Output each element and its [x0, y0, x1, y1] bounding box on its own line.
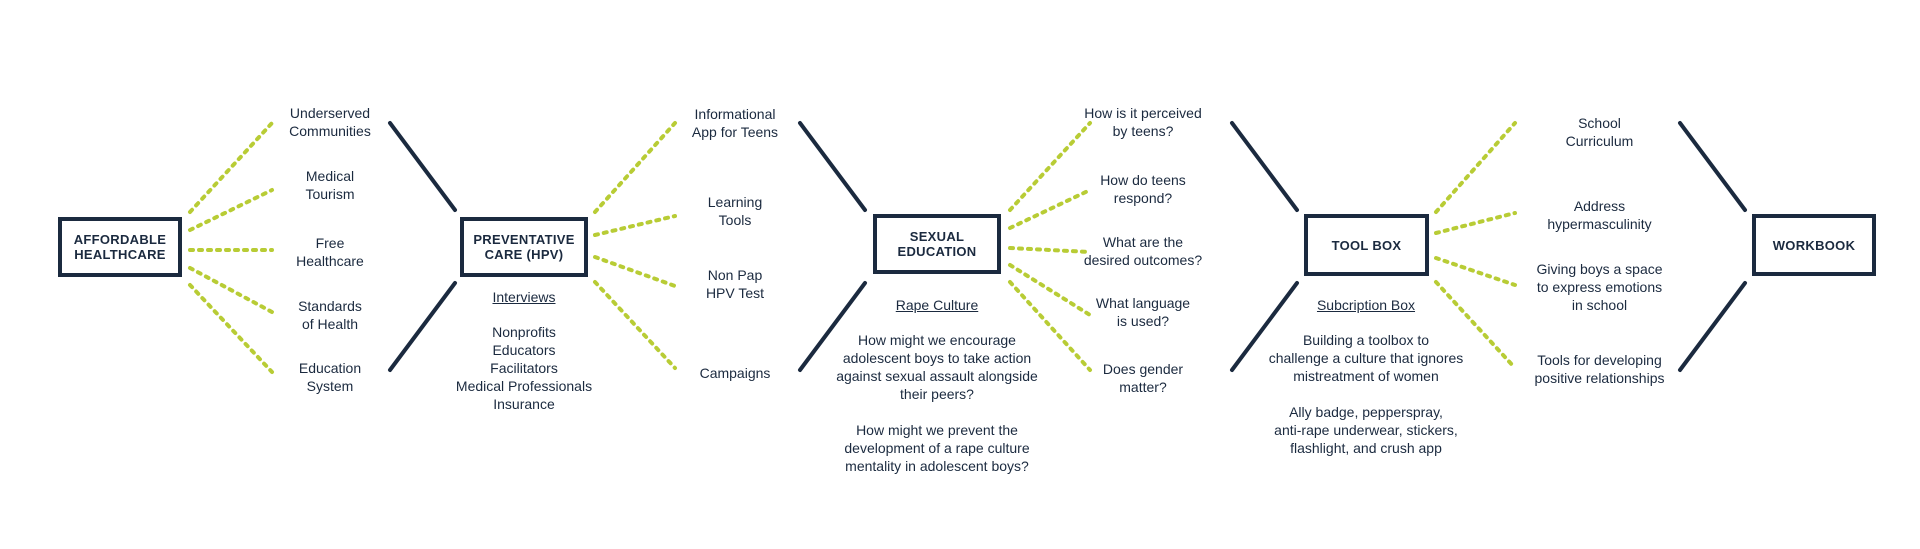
- connector-line: [188, 266, 274, 314]
- label-school-curriculum: School Curriculum: [1565, 115, 1634, 149]
- box-tool-box: TOOL BOX: [1304, 214, 1429, 276]
- label-desired-outcomes: What are the desired outcomes?: [1083, 234, 1203, 268]
- label-tools-relationships: Tools for developing positive relationsh…: [1534, 352, 1665, 386]
- connector-line: [1434, 121, 1517, 214]
- label-medical-tourism: Medical Tourism: [305, 168, 355, 202]
- label-how-perceived: How is it perceived by teens?: [1084, 105, 1202, 139]
- connector-line: [1008, 263, 1092, 317]
- box-workbook: WORKBOOK: [1752, 214, 1876, 276]
- connector-line: [1008, 280, 1092, 372]
- text-hmw-prevent: How might we prevent the development of …: [844, 422, 1030, 474]
- heading-interviews: Interviews: [492, 289, 556, 305]
- connector-line: [593, 280, 677, 370]
- label-address-hypermasculinity: Address hypermasculinity: [1547, 198, 1652, 232]
- connector-line: [188, 283, 274, 374]
- connector-line: [388, 281, 457, 372]
- connector-line: [1008, 188, 1092, 230]
- label-what-language: What language is used?: [1095, 295, 1191, 329]
- connector-line: [1230, 121, 1299, 212]
- label-free-healthcare: Free Healthcare: [296, 235, 364, 269]
- connector-line: [1434, 211, 1517, 235]
- connector-line: [1434, 280, 1517, 370]
- heading-subscription-box: Subcription Box: [1316, 297, 1416, 313]
- label-campaigns: Campaigns: [699, 365, 771, 381]
- connector-line: [1230, 281, 1299, 372]
- label-learning-tools: Learning Tools: [707, 194, 763, 228]
- box-preventative-care: PREVENTATIVE CARE (HPV): [460, 217, 588, 277]
- heading-rape-culture: Rape Culture: [895, 297, 979, 313]
- connector-line: [798, 281, 867, 372]
- text-hmw-encourage: How might we encourage adolescent boys t…: [836, 332, 1038, 402]
- text-subscription-items: Ally badge, pepperspray, anti-rape under…: [1274, 404, 1458, 456]
- label-standards-of-health: Standards of Health: [298, 298, 362, 332]
- label-giving-boys-space: Giving boys a space to express emotions …: [1536, 261, 1663, 313]
- connector-line: [1008, 121, 1092, 212]
- connector-line: [388, 121, 457, 212]
- label-does-gender-matter: Does gender matter?: [1102, 361, 1184, 395]
- connector-line: [1434, 256, 1517, 287]
- connector-line: [593, 214, 677, 237]
- connector-line: [1678, 121, 1747, 212]
- connector-line: [593, 255, 677, 288]
- connector-line: [798, 121, 867, 212]
- navy-connectors: [388, 121, 1747, 372]
- label-education-system: Education System: [298, 360, 362, 394]
- label-informational-app: Informational App for Teens: [691, 106, 779, 140]
- connector-line: [1008, 246, 1092, 254]
- label-how-respond: How do teens respond?: [1100, 172, 1186, 206]
- connector-line: [593, 121, 677, 214]
- list-interviews: Nonprofits Educators Facilitators Medica…: [455, 324, 593, 412]
- label-underserved-communities: Underserved Communities: [289, 105, 371, 139]
- text-subscription-description: Building a toolbox to challenge a cultur…: [1268, 332, 1464, 384]
- connector-line: [1678, 281, 1747, 372]
- connector-line: [188, 121, 274, 214]
- box-affordable-healthcare: AFFORDABLE HEALTHCARE: [58, 217, 182, 277]
- label-non-pap-hpv-test: Non Pap HPV Test: [705, 267, 765, 301]
- box-sexual-education: SEXUAL EDUCATION: [873, 214, 1001, 274]
- green-connectors: [188, 121, 1517, 374]
- connector-line: [188, 188, 274, 232]
